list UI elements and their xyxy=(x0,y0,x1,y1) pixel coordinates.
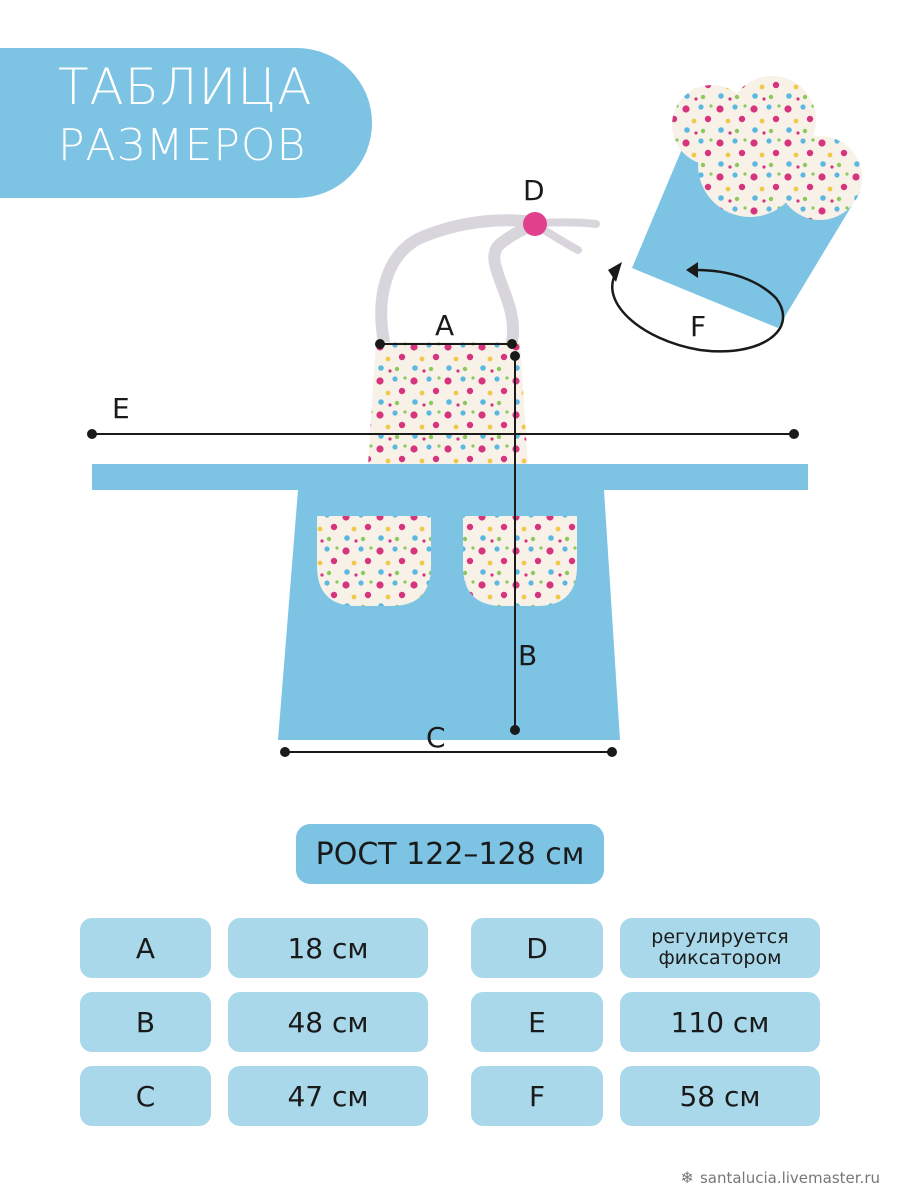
size-value-b: 48 см xyxy=(228,992,428,1052)
apron-bib xyxy=(368,342,528,466)
size-value-a: 18 см xyxy=(228,918,428,978)
label-b: B xyxy=(518,639,537,672)
size-key-e: E xyxy=(471,992,603,1052)
size-value-d: регулируется фиксатором xyxy=(620,918,820,978)
label-f: F xyxy=(690,310,706,343)
size-key-a: A xyxy=(80,918,211,978)
apron-pocket-right xyxy=(463,516,577,606)
size-key-d: D xyxy=(471,918,603,978)
apron-waistband xyxy=(92,464,808,490)
measure-lines xyxy=(87,339,799,757)
label-d: D xyxy=(523,174,545,207)
apron-diagram: A B C D E F xyxy=(87,76,862,757)
height-label: РОСТ 122–128 см xyxy=(296,824,604,884)
title-line-1: ТАБЛИЦА xyxy=(58,58,313,116)
circumference-arrow xyxy=(608,262,785,353)
snowflake-icon: ❄ xyxy=(680,1168,694,1187)
apron-pocket-left xyxy=(317,516,431,606)
size-value-f: 58 см xyxy=(620,1066,820,1126)
adjuster-marker xyxy=(523,212,547,236)
size-value-e: 110 см xyxy=(620,992,820,1052)
chef-hat xyxy=(632,76,862,328)
label-a: A xyxy=(435,309,454,342)
size-key-f: F xyxy=(471,1066,603,1126)
footer: ❄ santalucia.livemaster.ru xyxy=(681,1168,880,1187)
title-banner: ТАБЛИЦА РАЗМЕРОВ xyxy=(0,48,372,198)
size-value-c: 47 см xyxy=(228,1066,428,1126)
apron-straps xyxy=(375,214,600,348)
size-key-b: B xyxy=(80,992,211,1052)
label-c: C xyxy=(426,721,446,754)
title-line-2: РАЗМЕРОВ xyxy=(58,120,307,171)
label-e: E xyxy=(112,392,130,425)
footer-site[interactable]: santalucia.livemaster.ru xyxy=(699,1168,880,1187)
size-key-c: C xyxy=(80,1066,211,1126)
